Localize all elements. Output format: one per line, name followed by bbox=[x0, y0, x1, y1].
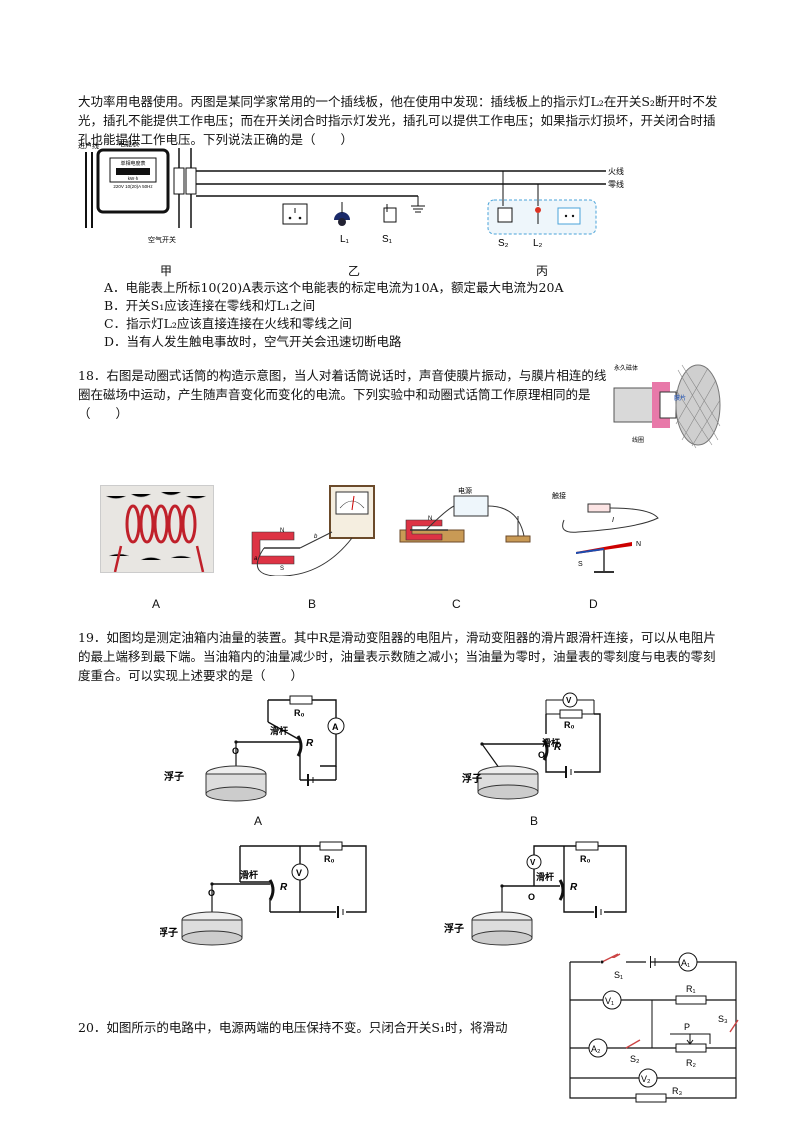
svg-text:P: P bbox=[684, 1022, 690, 1032]
svg-text:R₃: R₃ bbox=[672, 1086, 682, 1096]
q17-figure: 单相电度表 220V 10(20)A 50Hz kW·h 进户线 电能表 空气开… bbox=[78, 139, 624, 249]
q19-label-b: B bbox=[530, 814, 539, 828]
svg-text:线圈: 线圈 bbox=[632, 436, 644, 444]
svg-text:S₁: S₁ bbox=[382, 234, 393, 245]
q17-option-b: B．开关S₁应该连接在零线和灯L₁之间 bbox=[104, 298, 316, 313]
svg-text:V₂: V₂ bbox=[641, 1074, 651, 1084]
svg-text:L₁: L₁ bbox=[340, 234, 350, 245]
svg-text:kW·h: kW·h bbox=[128, 176, 139, 181]
svg-text:V: V bbox=[566, 696, 572, 705]
svg-text:膜片: 膜片 bbox=[674, 394, 686, 402]
svg-text:触接: 触接 bbox=[552, 491, 566, 500]
air-switch bbox=[173, 167, 185, 195]
svg-text:零线: 零线 bbox=[608, 179, 624, 189]
svg-text:浮子: 浮子 bbox=[444, 922, 464, 935]
q20-stem: 20．如图所示的电路中，电源两端的电压保持不变。只闭合开关S₁时，将滑动 bbox=[78, 1020, 508, 1035]
q18-fig-c: 电源 N bbox=[399, 486, 531, 543]
q18-label-a: A bbox=[152, 597, 161, 611]
svg-text:滑杆: 滑杆 bbox=[240, 869, 258, 880]
svg-text:火线: 火线 bbox=[608, 166, 624, 176]
q19-stem: 19．如图均是测定油箱内油量的装置。其中R是滑动变阻器的电阻片，滑动变阻器的滑片… bbox=[78, 630, 716, 683]
svg-text:A₂: A₂ bbox=[591, 1044, 601, 1054]
svg-text:R: R bbox=[554, 742, 562, 753]
svg-text:R₀: R₀ bbox=[324, 854, 335, 864]
svg-text:单相电度表: 单相电度表 bbox=[120, 160, 145, 167]
svg-text:O: O bbox=[528, 892, 535, 902]
q19-circuit-b: V R₀ R 滑杆 O 浮子 bbox=[462, 692, 601, 800]
svg-text:b: b bbox=[314, 534, 318, 540]
svg-text:R₁: R₁ bbox=[686, 984, 696, 994]
svg-text:V₁: V₁ bbox=[605, 996, 614, 1006]
q18-label-d: D bbox=[589, 597, 598, 611]
svg-text:空气开关: 空气开关 bbox=[148, 235, 176, 244]
svg-text:S₂: S₂ bbox=[498, 238, 509, 249]
svg-text:S₁: S₁ bbox=[614, 970, 623, 980]
q19-circuit-a: R₀ A R 滑杆 O 浮子 bbox=[164, 695, 345, 802]
svg-text:R₀: R₀ bbox=[294, 708, 305, 718]
svg-text:S₃: S₃ bbox=[718, 1014, 728, 1024]
svg-text:电能表: 电能表 bbox=[118, 139, 139, 148]
q18-label-c: C bbox=[452, 597, 461, 611]
q17-stem: 大功率用电器使用。丙图是某同学家常用的一个插线板，他在使用中发现：插线板上的指示… bbox=[78, 94, 718, 147]
svg-text:N: N bbox=[280, 528, 284, 534]
svg-text:R: R bbox=[570, 882, 578, 893]
svg-text:R₀: R₀ bbox=[580, 854, 591, 864]
svg-text:L₂: L₂ bbox=[533, 238, 543, 249]
switch-icon bbox=[383, 207, 397, 223]
q17-option-c: C．指示灯L₂应该直接连接在火线和零线之间 bbox=[104, 316, 352, 331]
q19-circuit-c: R₀ V R 滑杆 O 浮子 bbox=[160, 841, 367, 946]
microphone-diagram: 永久磁体 膜片 线圈 bbox=[613, 364, 721, 449]
svg-text:A₁: A₁ bbox=[681, 958, 690, 968]
svg-text:滑杆: 滑杆 bbox=[270, 725, 288, 736]
svg-text:R₀: R₀ bbox=[564, 720, 575, 730]
svg-text:a: a bbox=[254, 556, 258, 562]
fig-label-jia: 甲 bbox=[160, 264, 173, 278]
q20-circuit: A₁ S₁ V₁ R₁ S₃ A₂ S₂ P R₂ V₂ R₃ bbox=[569, 952, 739, 1103]
svg-text:220V 10(20)A 50Hz: 220V 10(20)A 50Hz bbox=[113, 184, 153, 189]
svg-text:滑杆: 滑杆 bbox=[536, 871, 554, 882]
lamp-icon bbox=[334, 212, 350, 220]
q19-label-a: A bbox=[254, 814, 263, 828]
socket-icon bbox=[282, 203, 308, 225]
svg-text:进户线: 进户线 bbox=[78, 141, 99, 150]
svg-text:S: S bbox=[280, 566, 284, 572]
q17-option-a: A．电能表上所标10(20)A表示这个电能表的标定电流为10A，额定最大电流为2… bbox=[104, 280, 564, 295]
q19-circuit-d: V R₀ R 滑杆 O 浮子 bbox=[444, 841, 627, 946]
svg-text:电源: 电源 bbox=[458, 486, 472, 495]
svg-text:V: V bbox=[296, 868, 302, 878]
svg-text:浮子: 浮子 bbox=[462, 772, 482, 785]
q17-option-d: D．当有人发生触电事故时，空气开关会迅速切断电路 bbox=[104, 334, 402, 349]
q18-stem: 18．右图是动圈式话筒的构造示意图，当人对着话筒说话时，声音使膜片振动，与膜片相… bbox=[78, 368, 607, 421]
svg-text:浮子: 浮子 bbox=[164, 770, 184, 783]
svg-text:浮子: 浮子 bbox=[160, 926, 178, 939]
svg-text:V: V bbox=[530, 858, 536, 867]
svg-text:R: R bbox=[306, 738, 314, 749]
svg-text:O: O bbox=[538, 750, 545, 760]
svg-text:N: N bbox=[428, 516, 432, 522]
svg-text:S: S bbox=[578, 561, 583, 568]
q18-fig-a bbox=[100, 485, 214, 573]
svg-text:I: I bbox=[612, 517, 614, 524]
q18-fig-b: N S a b bbox=[251, 485, 375, 576]
svg-text:S₂: S₂ bbox=[630, 1054, 640, 1064]
svg-text:R: R bbox=[280, 882, 288, 893]
svg-text:A: A bbox=[332, 722, 339, 732]
svg-text:N: N bbox=[636, 541, 641, 548]
fig-label-bing: 丙 bbox=[536, 264, 549, 278]
q18-fig-d: 触接 I N S bbox=[552, 491, 659, 573]
svg-text:R₂: R₂ bbox=[686, 1058, 696, 1068]
svg-text:滑杆: 滑杆 bbox=[542, 737, 560, 748]
svg-text:永久磁体: 永久磁体 bbox=[614, 364, 638, 372]
q18-label-b: B bbox=[308, 597, 317, 611]
fig-label-yi: 乙 bbox=[348, 264, 361, 278]
